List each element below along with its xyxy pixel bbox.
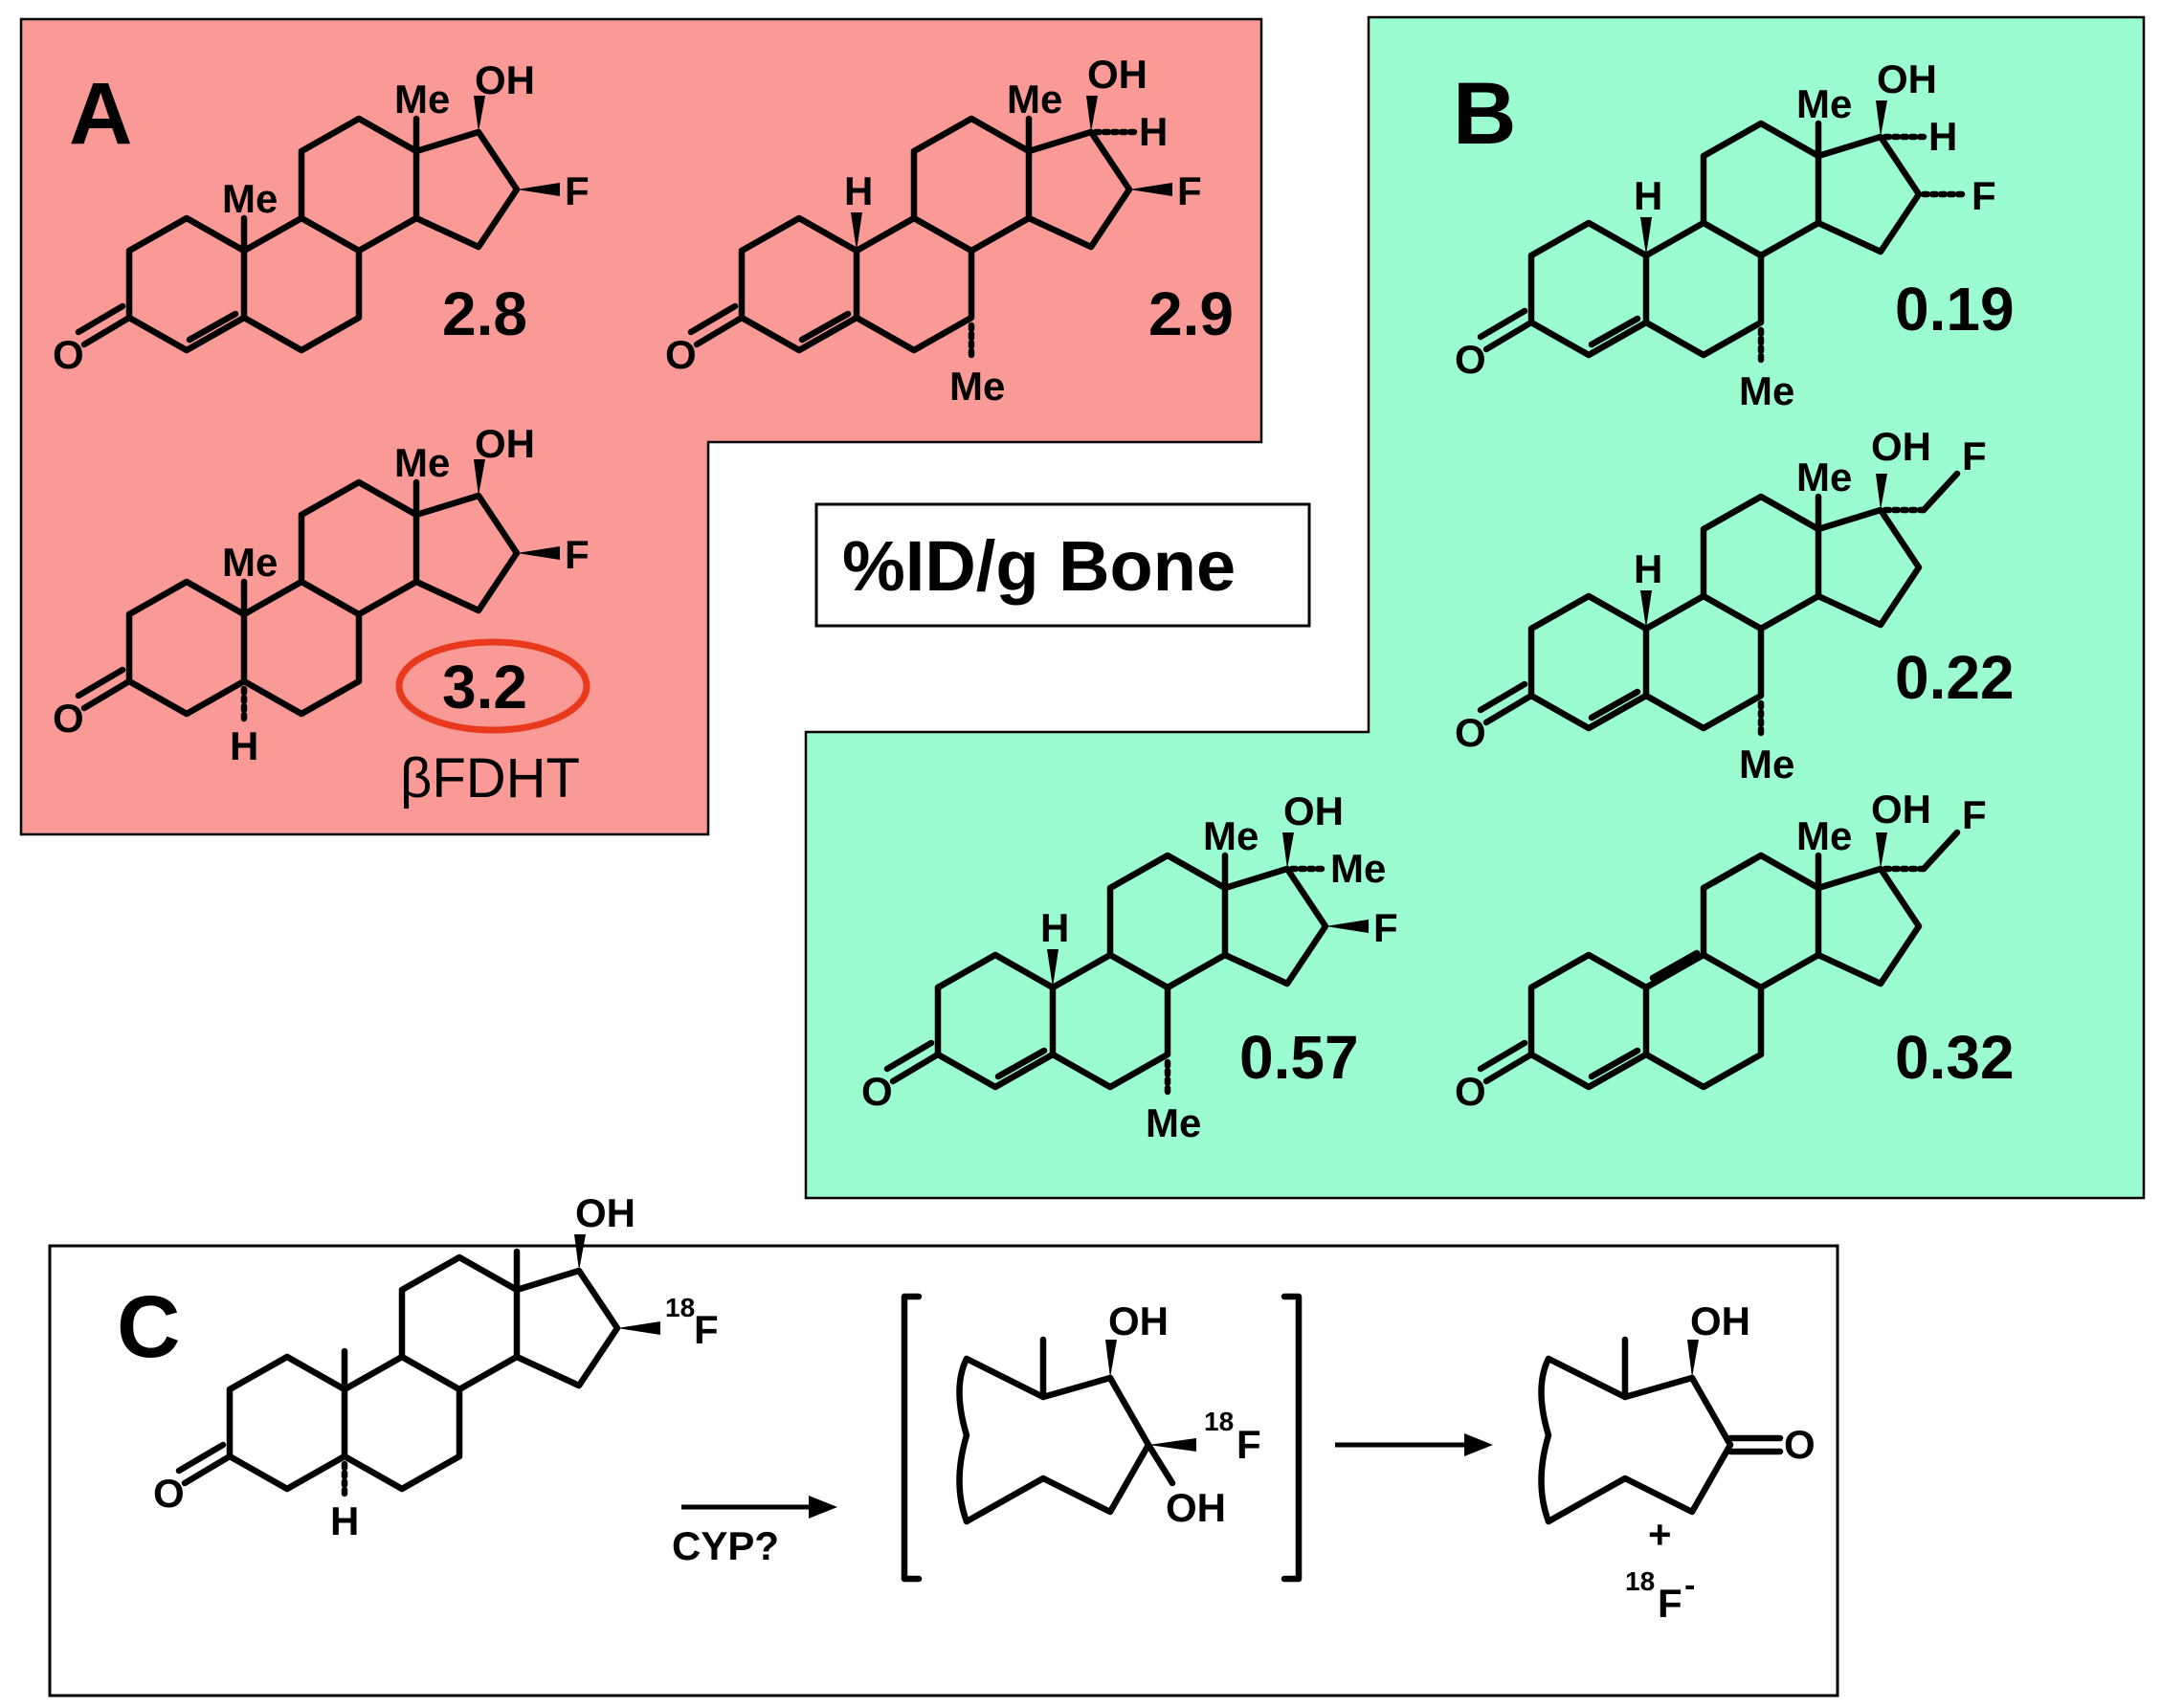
- value-a3: 3.2: [442, 653, 527, 721]
- molecule-b4: O Me OH F: [1455, 787, 1987, 1114]
- svg-text:F: F: [1373, 905, 1398, 950]
- molecule-b3: O H Me Me OH Me F: [861, 788, 1398, 1145]
- svg-text:F: F: [1962, 792, 1987, 837]
- svg-text:H: H: [1634, 173, 1662, 218]
- molecule-c-start: O H OH 18 F: [153, 1190, 719, 1543]
- svg-text:Me: Me: [949, 364, 1005, 409]
- value-b4: 0.32: [1895, 1023, 2015, 1092]
- right-bracket: [1281, 1293, 1303, 1583]
- svg-text:Me: Me: [1146, 1100, 1201, 1145]
- svg-text:Me: Me: [1203, 813, 1259, 858]
- svg-text:Me: Me: [222, 540, 278, 585]
- molecule-a2: O H Me Me OH H F: [665, 52, 1202, 409]
- svg-text:O: O: [1455, 337, 1486, 382]
- svg-text:F: F: [565, 168, 590, 213]
- panel-b-background: [804, 15, 2146, 1200]
- svg-text:Me: Me: [1330, 846, 1386, 891]
- svg-text:18: 18: [1204, 1407, 1234, 1436]
- panel-a-letter: A: [69, 65, 132, 163]
- fluoride-label: F: [1658, 1581, 1682, 1626]
- svg-text:OH: OH: [1877, 56, 1937, 101]
- svg-text:F: F: [1962, 433, 1987, 478]
- svg-text:Me: Me: [1796, 455, 1852, 499]
- svg-text:OH: OH: [1108, 1298, 1169, 1343]
- svg-text:O: O: [1784, 1422, 1816, 1467]
- svg-text:O: O: [53, 332, 84, 377]
- svg-text:Me: Me: [1007, 77, 1062, 122]
- left-bracket: [901, 1293, 923, 1583]
- svg-text:OH: OH: [1166, 1485, 1226, 1530]
- molecule-c-intermediate: OH 18 F OH: [956, 1298, 1261, 1530]
- highlight-oval: [395, 638, 590, 734]
- svg-text:Me: Me: [1796, 813, 1852, 858]
- svg-text:H: H: [1040, 905, 1069, 950]
- svg-text:F: F: [1972, 173, 1996, 218]
- svg-text:H: H: [330, 1498, 359, 1543]
- svg-text:18: 18: [665, 1293, 695, 1322]
- panel-a-background: [19, 17, 1263, 836]
- value-b1: 0.19: [1895, 275, 2015, 344]
- svg-text:H: H: [1139, 109, 1168, 154]
- molecule-a3: O Me Me H OH F: [53, 421, 590, 768]
- molecule-a1: O Me Me OH F: [53, 57, 590, 377]
- svg-text:OH: OH: [475, 421, 535, 466]
- svg-text:Me: Me: [1796, 81, 1852, 126]
- value-b2: 0.22: [1895, 643, 2015, 712]
- svg-text:F: F: [565, 532, 590, 577]
- svg-text:O: O: [53, 696, 84, 741]
- svg-text:OH: OH: [1871, 787, 1931, 832]
- value-b3: 0.57: [1239, 1023, 1359, 1092]
- svg-text:Me: Me: [394, 440, 450, 485]
- svg-text:Me: Me: [394, 77, 450, 122]
- panel-b-letter: B: [1453, 65, 1516, 163]
- svg-text:O: O: [861, 1069, 893, 1114]
- svg-text:O: O: [1455, 710, 1486, 755]
- reaction-arrow-1: [681, 1496, 837, 1519]
- value-a2: 2.9: [1148, 279, 1234, 348]
- svg-text:OH: OH: [575, 1190, 635, 1235]
- svg-text:H: H: [1634, 546, 1662, 591]
- plus-sign: +: [1648, 1512, 1672, 1557]
- svg-text:Me: Me: [1739, 368, 1794, 413]
- svg-text:H: H: [230, 723, 258, 768]
- svg-text:OH: OH: [1690, 1298, 1750, 1343]
- svg-text:Me: Me: [1739, 742, 1794, 787]
- panel-c-letter: C: [117, 1278, 180, 1376]
- svg-text:OH: OH: [1087, 52, 1147, 97]
- svg-text:O: O: [153, 1471, 185, 1516]
- reagent-label: CYP?: [672, 1523, 779, 1568]
- compound-name-a3: βFDHT: [400, 747, 580, 810]
- fluoride-isotope: 18: [1625, 1566, 1655, 1596]
- molecule-b2: O H Me Me OH F: [1455, 424, 1987, 787]
- svg-text:O: O: [665, 332, 697, 377]
- center-label: %ID/g Bone: [842, 526, 1236, 606]
- svg-text:OH: OH: [475, 57, 535, 102]
- molecule-c-product: OH O: [1538, 1298, 1816, 1525]
- svg-text:O: O: [1455, 1069, 1486, 1114]
- svg-text:F: F: [1177, 168, 1202, 213]
- svg-text:OH: OH: [1283, 788, 1344, 833]
- value-a1: 2.8: [442, 279, 527, 348]
- svg-text:F: F: [1236, 1422, 1261, 1467]
- svg-text:H: H: [844, 168, 873, 213]
- molecule-b1: O H Me Me OH H F: [1455, 56, 1996, 413]
- svg-text:Me: Me: [222, 176, 278, 221]
- svg-text:H: H: [1928, 114, 1957, 159]
- center-label-box: [814, 502, 1311, 628]
- svg-text:OH: OH: [1871, 424, 1931, 469]
- reaction-arrow-2: [1335, 1433, 1493, 1456]
- svg-text:F: F: [694, 1307, 719, 1352]
- fluoride-charge: -: [1684, 1567, 1695, 1604]
